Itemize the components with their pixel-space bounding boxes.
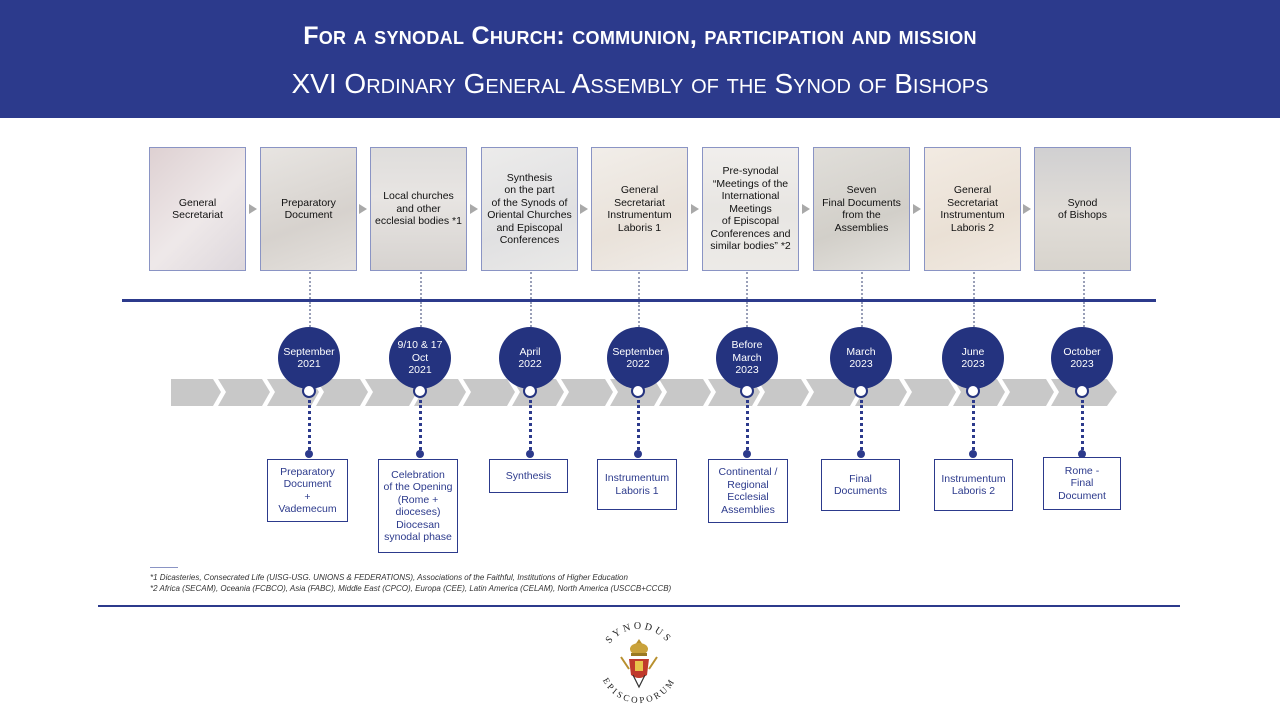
connector [309,272,311,299]
output-box: Synthesis [489,459,568,493]
flow-arrow-icon [691,204,699,214]
flow-arrow-icon [802,204,810,214]
connector-dot [743,450,751,458]
output-box: Rome - Final Document [1043,457,1121,510]
connector [638,272,640,299]
stage-card-instrumentum-2: General Secretariat Instrumentum Laboris… [924,147,1021,271]
milestone-date: April 2022 [499,327,561,398]
connector [1083,272,1085,299]
page-title: For a synodal Church: communion, partici… [303,22,977,50]
connector-dot [969,450,977,458]
synodus-episcoporum-logo-icon: SYNODUS EPISCOPORUM [601,621,677,705]
connector [529,400,532,450]
flow-arrow-icon [249,204,257,214]
connector [861,272,863,299]
connector [309,302,311,327]
flow-arrow-icon [580,204,588,214]
connector [638,302,640,327]
milestone-date: September 2021 [278,327,340,398]
output-box: Celebration of the Opening (Rome + dioce… [378,459,458,553]
flow-arrow-icon [470,204,478,214]
flow-arrow-icon [1023,204,1031,214]
output-box: Continental / Regional Ecclesial Assembl… [708,459,788,523]
stage-card-synod-of-bishops: Synod of Bishops [1034,147,1131,271]
bottom-divider [98,605,1180,607]
header-banner: For a synodal Church: communion, partici… [0,0,1280,118]
output-box: Instrumentum Laboris 2 [934,459,1013,511]
connector [1081,400,1084,450]
milestone-date: October 2023 [1051,327,1113,398]
connector [420,302,422,327]
connector [420,272,422,299]
connector [1083,302,1085,327]
connector [419,400,422,450]
milestone-date: March 2023 [830,327,892,398]
footnote-1: *1 Dicasteries, Consecrated Life (UISG-U… [150,573,628,582]
milestone-date: September 2022 [607,327,669,398]
output-box: Instrumentum Laboris 1 [597,459,677,510]
connector-dot [1078,450,1086,458]
stage-card-pre-synodal-meetings: Pre-synodal “Meetings of the Internation… [702,147,799,271]
connector-dot [857,450,865,458]
output-box: Final Documents [821,459,900,511]
stage-card-instrumentum-1: General Secretariat Instrumentum Laboris… [591,147,688,271]
stage-card-local-churches: Local churches and other ecclesial bodie… [370,147,467,271]
stage-card-final-documents: Seven Final Documents from the Assemblie… [813,147,910,271]
flow-arrow-icon [913,204,921,214]
connector [861,302,863,327]
stage-card-preparatory-document: Preparatory Document [260,147,357,271]
connector [746,272,748,299]
milestone-date: 9/10 & 17 Oct 2021 [389,327,451,398]
connector [860,400,863,450]
flow-arrow-icon [359,204,367,214]
page-subtitle: XVI Ordinary General Assembly of the Syn… [291,68,989,99]
connector [308,400,311,450]
footnote-2: *2 Africa (SECAM), Oceania (FCBCO), Asia… [150,584,672,593]
connector-dot [634,450,642,458]
milestone-date: Before March 2023 [716,327,778,398]
stage-card-general-secretariat: General Secretariat [149,147,246,271]
logo-bottom-text: EPISCOPORUM [601,676,675,705]
connector [530,302,532,327]
connector-dot [416,450,424,458]
connector-dot [526,450,534,458]
connector [972,400,975,450]
connector [973,302,975,327]
connector [973,272,975,299]
connector [637,400,640,450]
svg-text:EPISCOPORUM: EPISCOPORUM [601,676,677,705]
footnote-rule [150,567,178,568]
connector [746,400,749,450]
milestone-date: June 2023 [942,327,1004,398]
connector-dot [305,450,313,458]
output-box: Preparatory Document + Vademecum [267,459,348,522]
timeline-divider [122,299,1156,302]
stage-card-synthesis: Synthesis on the part of the Synods of O… [481,147,578,271]
connector [530,272,532,299]
connector [746,302,748,327]
